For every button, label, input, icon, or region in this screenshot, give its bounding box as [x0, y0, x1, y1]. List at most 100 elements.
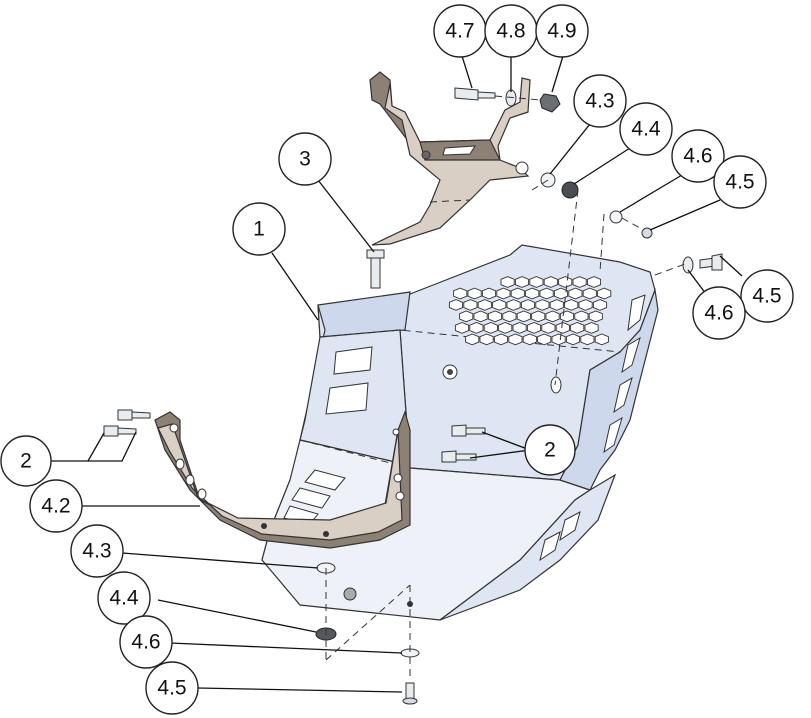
hex-cutout — [448, 299, 464, 311]
hex-cutout — [584, 322, 599, 334]
hex-cutout — [574, 310, 589, 323]
hex-cutout — [483, 322, 498, 334]
hex-cutout — [514, 276, 530, 288]
hex-mesh-grille — [448, 276, 612, 346]
hex-cutout — [498, 322, 513, 334]
hex-cutout — [496, 287, 511, 300]
balloon-label: 4.3 — [82, 540, 111, 563]
hex-cutout — [453, 287, 468, 300]
hex-cutout — [459, 310, 474, 323]
hex-cutout — [597, 287, 612, 300]
hex-cutout — [525, 287, 540, 300]
top-mount-bracket — [369, 71, 531, 246]
hex-cutout — [549, 299, 564, 311]
hex-cutout — [479, 333, 494, 346]
hex-cutout — [526, 322, 542, 334]
front-mount-bracket — [154, 410, 411, 549]
balloon-4-6-right: 4.6 — [692, 286, 746, 340]
hex-cutout — [465, 333, 480, 346]
hex-cutout — [543, 276, 558, 288]
assembly-dashed-lines — [325, 95, 686, 680]
balloon-label: 4.3 — [585, 90, 614, 113]
hex-cutout — [555, 322, 570, 334]
hex-cutout — [454, 322, 470, 334]
balloon-4-5-bottom: 4.5 — [145, 661, 199, 715]
hex-cutout — [588, 310, 603, 323]
balloon-label: 4.2 — [41, 495, 70, 518]
hardware — [103, 87, 723, 705]
leader-lines — [48, 55, 743, 693]
hex-cutout — [492, 299, 507, 311]
balloon-label: 4.4 — [109, 587, 139, 610]
hex-cutout — [477, 299, 492, 311]
hex-cutout — [545, 310, 560, 323]
hex-cutout — [531, 310, 546, 323]
balloon-label: 4.4 — [631, 118, 661, 141]
hex-cutout — [582, 287, 597, 300]
balloon-label: 4.7 — [445, 20, 474, 43]
balloon-4-6-bottom: 4.6 — [119, 615, 173, 669]
hex-cutout — [467, 287, 482, 300]
hex-cutout — [481, 287, 497, 300]
hex-cutout — [594, 333, 609, 346]
hex-cutout — [586, 276, 602, 288]
hex-cutout — [506, 299, 521, 311]
hex-cutout — [564, 299, 579, 311]
hex-cutout — [529, 276, 544, 288]
hex-cutout — [565, 333, 581, 346]
balloon-4-4-bottom: 4.4 — [97, 571, 151, 625]
hex-cutout — [570, 322, 585, 334]
hex-cutout — [522, 333, 537, 346]
balloon-4-7: 4.7 — [433, 4, 487, 58]
hex-cutout — [539, 287, 554, 300]
hex-cutout — [469, 322, 484, 334]
hex-cutout — [592, 299, 608, 311]
balloon-label: 4.6 — [131, 631, 160, 654]
hex-cutout — [520, 299, 536, 311]
balloon-label: 1 — [253, 218, 265, 241]
hex-cutout — [493, 333, 509, 346]
balloon-label: 4.5 — [725, 171, 754, 194]
balloon-label: 3 — [299, 148, 311, 171]
balloon-label: 4.5 — [752, 285, 781, 308]
hex-cutout — [463, 299, 478, 311]
balloon-2-left: 2 — [0, 435, 52, 487]
balloon-label: 4.8 — [496, 20, 525, 43]
balloon-4-9: 4.9 — [535, 4, 589, 58]
balloon-2-right: 2 — [524, 424, 576, 476]
balloon-4-4-top: 4.4 — [619, 102, 673, 156]
balloon-label: 4.6 — [704, 302, 733, 325]
balloon-4-8: 4.8 — [484, 4, 538, 58]
hex-cutout — [502, 310, 517, 323]
hex-cutout — [500, 276, 515, 288]
hex-cutout — [572, 276, 587, 288]
hex-cutout — [512, 322, 527, 334]
hex-cutout — [508, 333, 523, 346]
hex-cutout — [535, 299, 550, 311]
balloon-4-3-top: 4.3 — [573, 74, 627, 128]
balloon-label: 2 — [20, 450, 32, 473]
balloon-3: 3 — [278, 132, 332, 186]
hex-cutout — [551, 333, 566, 346]
balloon-4-5-top: 4.5 — [713, 155, 767, 209]
hex-cutout — [516, 310, 531, 323]
hex-cutout — [487, 310, 503, 323]
hex-cutout — [473, 310, 488, 323]
hex-cutout — [580, 333, 595, 346]
balloon-1: 1 — [232, 202, 286, 256]
balloon-label: 4.9 — [547, 20, 576, 43]
balloon-label: 4.6 — [683, 145, 712, 168]
hex-cutout — [578, 299, 593, 311]
balloon-label: 4.5 — [157, 677, 186, 700]
balloon-label: 2 — [544, 439, 556, 462]
hex-cutout — [559, 310, 575, 323]
hex-cutout — [510, 287, 525, 300]
hex-cutout — [541, 322, 556, 334]
hex-cutout — [568, 287, 583, 300]
balloon-4-3-bottom: 4.3 — [70, 524, 124, 578]
balloon-4-6-top: 4.6 — [671, 129, 725, 183]
hex-cutout — [553, 287, 569, 300]
hex-cutout — [558, 276, 573, 288]
hex-cutout — [537, 333, 552, 346]
